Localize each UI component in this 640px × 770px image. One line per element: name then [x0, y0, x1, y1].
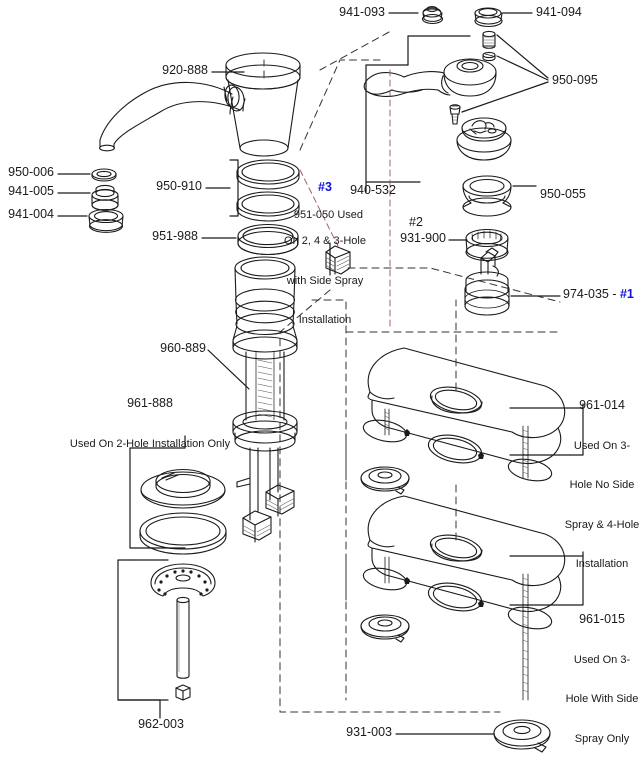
label-950-910: 950-910	[156, 179, 202, 193]
label-961-014-group: 961-014 Used On 3- Hole No Side Spray & …	[564, 372, 640, 584]
construction-lines	[263, 31, 561, 713]
label-951-050-l3: with Side Spray	[286, 274, 364, 287]
label-974-035-group: 974-035 - #1	[563, 287, 640, 302]
label-960-889: 960-889	[160, 341, 206, 355]
construction-lines-red	[299, 69, 391, 331]
part-941-093-button	[421, 6, 444, 25]
part-931-900-retainer	[465, 228, 509, 262]
label-974-035: 974-035	[563, 287, 609, 301]
part-961-888-washer	[140, 468, 226, 509]
part-950-095-screws	[449, 30, 496, 125]
label-950-095: 950-095	[552, 73, 598, 87]
part-950-055-bonnet	[462, 175, 512, 217]
label-961-014-l3: Hole No Side	[569, 479, 635, 491]
part-951-988-oring	[237, 223, 299, 256]
part-962-003-bracket	[150, 563, 216, 597]
label-931-003: 931-003	[346, 725, 392, 739]
part-961-015-plate	[362, 495, 566, 701]
label-961-015: 961-015	[579, 612, 625, 626]
part-950-006-screen	[91, 168, 117, 182]
label-941-005: 941-005	[8, 184, 54, 198]
part-941-094-cap	[474, 7, 503, 28]
part-940-532-handle	[363, 58, 497, 97]
label-961-888: 961-888	[127, 396, 173, 410]
label-961-888-note: Used On 2-Hole Installation Only	[69, 437, 231, 450]
ref-2-tag: #2	[409, 215, 423, 229]
label-951-050-group: #3 951-050 Used On 2, 4 & 3-Hole with Si…	[278, 154, 372, 340]
label-950-006: 950-006	[8, 165, 54, 179]
part-961-014-capnut	[360, 466, 410, 495]
label-931-900: 931-900	[400, 231, 446, 245]
label-961-014-l4: Spray & 4-Hole	[564, 518, 640, 531]
part-941-004-housing	[88, 208, 124, 233]
part-961-014-plate	[362, 347, 566, 482]
part-valve-body-stack	[232, 256, 298, 543]
part-920-888-spout	[99, 52, 301, 157]
part-961-888-gasket	[139, 512, 227, 555]
label-941-094: 941-094	[536, 5, 582, 19]
part-961-015-capnut	[360, 614, 410, 643]
label-951-988: 951-988	[152, 229, 198, 243]
label-951-050-l2: On 2, 4 & 3-Hole	[284, 235, 366, 247]
part-950-910-orings	[236, 159, 300, 222]
label-961-888-group: 961-888 Used On 2-Hole Installation Only	[60, 370, 240, 464]
label-974-035-dash: -	[608, 287, 620, 301]
label-951-050-l4: Installation	[298, 314, 352, 326]
part-962-003-rod	[176, 596, 190, 679]
label-961-015-l2: Used On 3-	[573, 653, 631, 666]
leader-lines	[57, 12, 584, 735]
label-962-003: 962-003	[138, 717, 184, 731]
label-950-055: 950-055	[540, 187, 586, 201]
label-961-014-l2: Used On 3-	[573, 439, 631, 452]
label-941-093: 941-093	[339, 5, 385, 19]
label-940-532: 940-532	[350, 183, 396, 197]
label-961-014-l5: Installation	[575, 558, 629, 570]
label-951-050: 951-050	[293, 209, 335, 221]
label-951-050-used: Used	[334, 209, 364, 221]
part-941-005-insert	[91, 184, 119, 211]
ref-3-tag: #3	[318, 180, 332, 194]
label-941-004: 941-004	[8, 207, 54, 221]
label-920-888: 920-888	[162, 63, 208, 77]
part-931-003-cap	[493, 719, 551, 753]
label-961-015-group: 961-015 Used On 3- Hole With Side Spray …	[564, 586, 640, 759]
ref-1-tag: #1	[619, 287, 634, 301]
part-940-532-base	[456, 117, 512, 161]
label-961-015-l4: Spray Only	[574, 732, 630, 745]
label-961-014: 961-014	[579, 398, 625, 412]
label-961-015-l3: Hole With Side	[565, 693, 639, 705]
part-962-003-nut	[175, 684, 191, 701]
